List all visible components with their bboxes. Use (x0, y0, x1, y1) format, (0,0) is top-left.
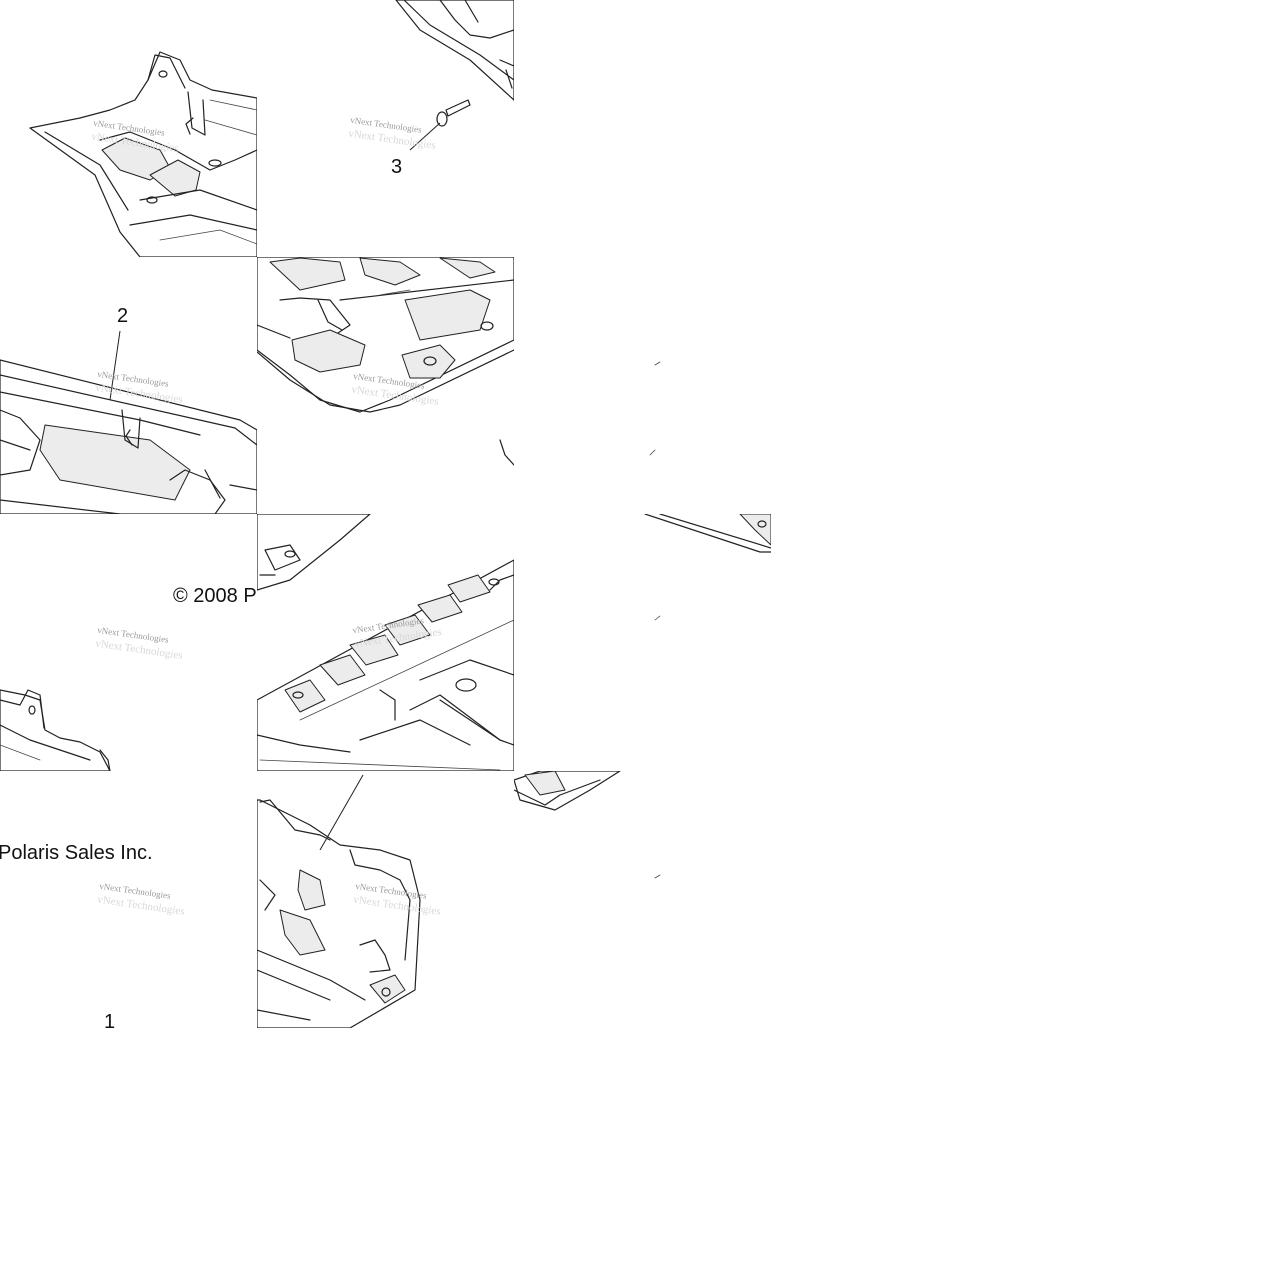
copyright-part-1: © 2008 P (173, 585, 257, 607)
drawing-tile-0-0 (29, 51, 257, 257)
copyright: © 2008 P (173, 585, 257, 607)
copyright-cont: Polaris Sales Inc. (0, 842, 153, 864)
callout-2-label: 2 (117, 305, 128, 327)
copyright-part-2: Polaris Sales Inc. (0, 842, 153, 864)
drawing-tile-1-0 (0, 330, 257, 514)
drawing-tile-2-1 (257, 514, 514, 771)
drawing-tile-2-2 (644, 514, 771, 621)
callout-1-label: 1 (104, 1011, 115, 1033)
callout-3-label: 3 (391, 156, 402, 178)
drawing-tile-0-1 (395, 0, 514, 151)
screw-part (409, 99, 471, 151)
drawing-tile-1-2 (649, 361, 661, 456)
drawing-tile-3-1 (257, 774, 421, 1028)
drawing-tile-1-1 (257, 257, 514, 466)
drawing-tile-3-2 (514, 771, 661, 879)
drawing-tile-2-0 (0, 689, 111, 771)
